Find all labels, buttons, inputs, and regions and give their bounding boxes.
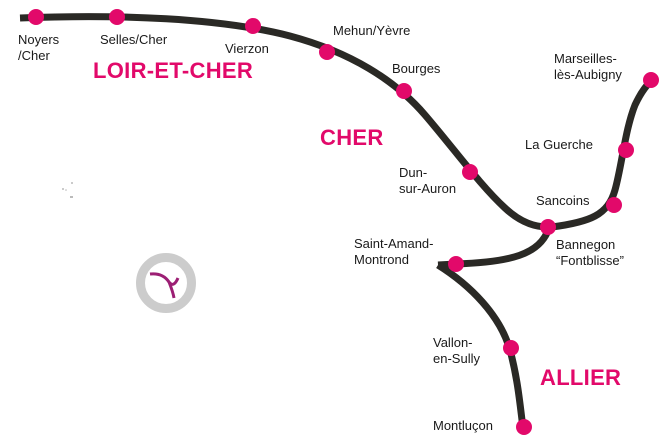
station-dot[interactable]: [109, 9, 125, 25]
station-dot[interactable]: [606, 197, 622, 213]
railway-line-main: [19, 13, 553, 231]
railway-fork-icon: [149, 272, 180, 299]
station-dot[interactable]: [448, 256, 464, 272]
decorative-specks: [60, 180, 80, 200]
station-dot[interactable]: [503, 340, 519, 356]
station-label: Vierzon: [225, 41, 269, 56]
station-dot[interactable]: [319, 44, 335, 60]
station-label: Marseilles- lès-Aubigny: [554, 51, 622, 82]
station-label: La Guerche: [525, 137, 593, 152]
region-label: LOIR-ET-CHER: [93, 58, 254, 83]
region-label: ALLIER: [540, 365, 622, 390]
station-dot[interactable]: [462, 164, 478, 180]
station-dot[interactable]: [28, 9, 44, 25]
station-dot[interactable]: [245, 18, 261, 34]
station-label: Sancoins: [536, 193, 590, 208]
station-dot[interactable]: [396, 83, 412, 99]
region-label: CHER: [320, 125, 384, 150]
station-dot[interactable]: [516, 419, 532, 435]
station-label: Dun- sur-Auron: [399, 165, 457, 196]
station-dot[interactable]: [540, 219, 556, 235]
station-label: Noyers /Cher: [18, 32, 60, 63]
station-dot[interactable]: [643, 72, 659, 88]
logo-ring-icon: [136, 253, 196, 313]
station-label: Mehun/Yèvre: [333, 23, 411, 38]
station-label: Montluçon: [433, 418, 493, 433]
station-dot[interactable]: [618, 142, 634, 158]
station-label: Bannegon “Fontblisse”: [556, 237, 624, 268]
station-label: Saint-Amand- Montrond: [354, 236, 434, 267]
station-label: Selles/Cher: [100, 32, 168, 47]
station-label: Vallon- en-Sully: [433, 335, 480, 366]
station-label: Bourges: [392, 61, 441, 76]
